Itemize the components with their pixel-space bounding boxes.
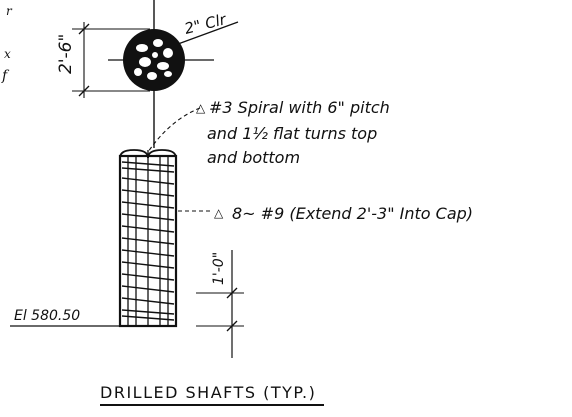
margin-fragment-2: x <box>4 47 11 61</box>
elevation-label: El 580.50 <box>14 308 80 324</box>
spiral-marker: △ <box>196 101 206 115</box>
shaft-elevation <box>118 149 178 328</box>
spiral-leader <box>147 107 201 153</box>
shaft-section-plan <box>108 0 239 148</box>
bar-marker: △ <box>214 206 224 220</box>
spiral-note-line1: #3 Spiral with 6" pitch <box>209 98 390 117</box>
bar-note: 8~ #9 (Extend 2'-3" Into Cap) <box>232 204 473 223</box>
rebar-pattern <box>134 39 173 80</box>
diameter-dimension <box>72 22 150 98</box>
spiral-note-line2: and 1½ flat turns top <box>207 124 377 143</box>
diameter-label: 2'-6" <box>56 34 76 74</box>
spacing-dimension <box>196 250 244 358</box>
margin-fragment-1: r <box>6 4 13 18</box>
drawing-title: DRILLED SHAFTS (TYP.) <box>100 383 316 402</box>
spiral-note-line3: and bottom <box>207 148 300 167</box>
shaft-cross-section <box>123 29 185 91</box>
margin-fragment-3: f <box>1 68 10 84</box>
spacing-label: 1'-0" <box>211 252 227 285</box>
